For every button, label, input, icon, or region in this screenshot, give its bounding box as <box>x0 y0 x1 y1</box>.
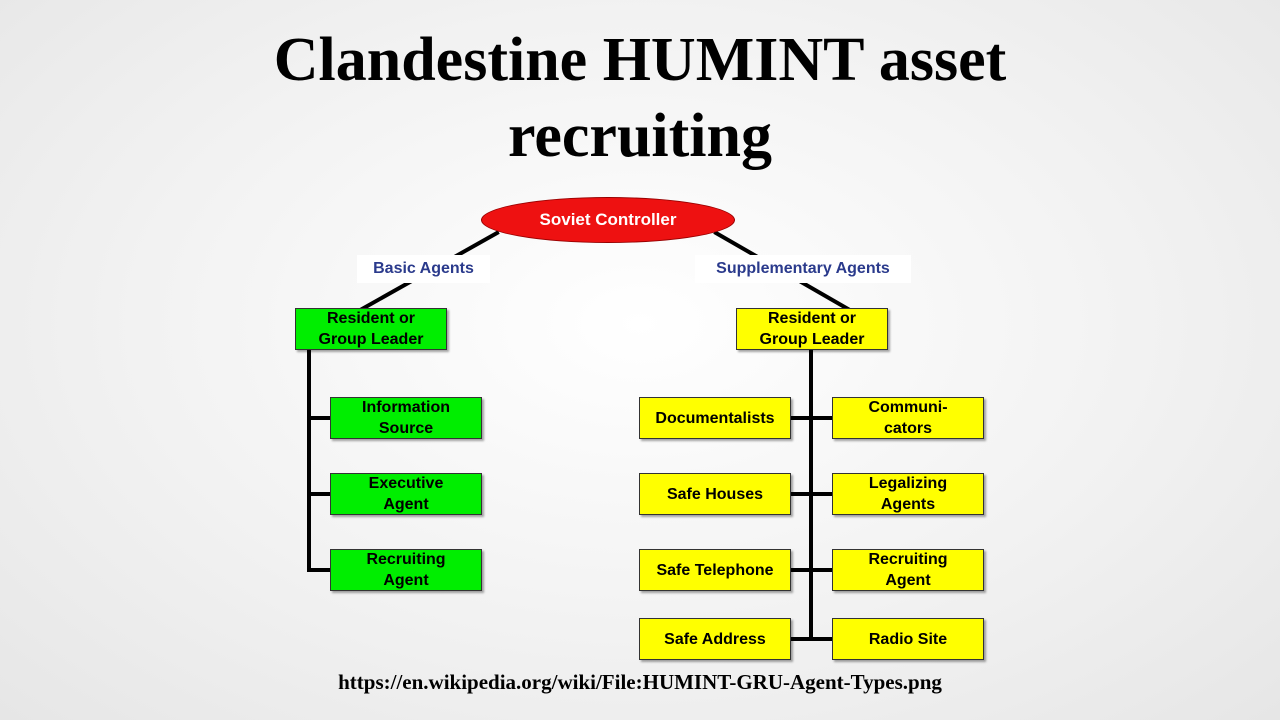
information-source-node: Information Source <box>330 397 482 439</box>
radio-site-node: Radio Site <box>832 618 984 660</box>
source-url: https://en.wikipedia.org/wiki/File:HUMIN… <box>338 670 942 694</box>
supplementary-resident-leader-node: Resident or Group Leader <box>736 308 888 350</box>
radio-site-label: Radio Site <box>868 630 948 648</box>
supplementary-agents-label: Supplementary Agents <box>695 255 911 283</box>
communicators-node: Communi- cators <box>832 397 984 439</box>
safe-address-node: Safe Address <box>639 618 791 660</box>
basic-agents-label: Basic Agents <box>357 255 490 283</box>
safe-houses-label: Safe Houses <box>666 485 764 503</box>
soviet-controller-node: Soviet Controller <box>481 197 735 243</box>
documentalists-node: Documentalists <box>639 397 791 439</box>
supplementary-resident-leader-label: Resident or Group Leader <box>759 310 865 348</box>
safe-telephone-label: Safe Telephone <box>656 561 774 579</box>
safe-address-label: Safe Address <box>664 630 766 648</box>
legalizing-agents-label: Legalizing Agents <box>868 475 948 513</box>
basic-recruiting-agent-node: Recruiting Agent <box>330 549 482 591</box>
basic-agents-text: Basic Agents <box>373 260 474 277</box>
title-line-1: Clandestine HUMINT asset <box>273 26 1007 94</box>
basic-recruiting-agent-label: Recruiting Agent <box>366 551 446 589</box>
supplementary-recruiting-agent-node: Recruiting Agent <box>832 549 984 591</box>
title-line-2: recruiting <box>507 102 772 170</box>
executive-agent-label: Executive Agent <box>368 475 444 513</box>
documentalists-label: Documentalists <box>655 409 775 427</box>
basic-resident-leader-node: Resident or Group Leader <box>295 308 447 350</box>
page-title: Clandestine HUMINT asset recruiting <box>0 22 1280 174</box>
executive-agent-node: Executive Agent <box>330 473 482 515</box>
supplementary-recruiting-agent-label: Recruiting Agent <box>868 551 948 589</box>
basic-resident-leader-label: Resident or Group Leader <box>318 310 424 348</box>
information-source-label: Information Source <box>362 399 450 437</box>
supplementary-agents-text: Supplementary Agents <box>716 260 890 277</box>
soviet-controller-label: Soviet Controller <box>539 210 677 229</box>
safe-telephone-node: Safe Telephone <box>639 549 791 591</box>
communicators-label: Communi- cators <box>868 399 948 437</box>
safe-houses-node: Safe Houses <box>639 473 791 515</box>
legalizing-agents-node: Legalizing Agents <box>832 473 984 515</box>
